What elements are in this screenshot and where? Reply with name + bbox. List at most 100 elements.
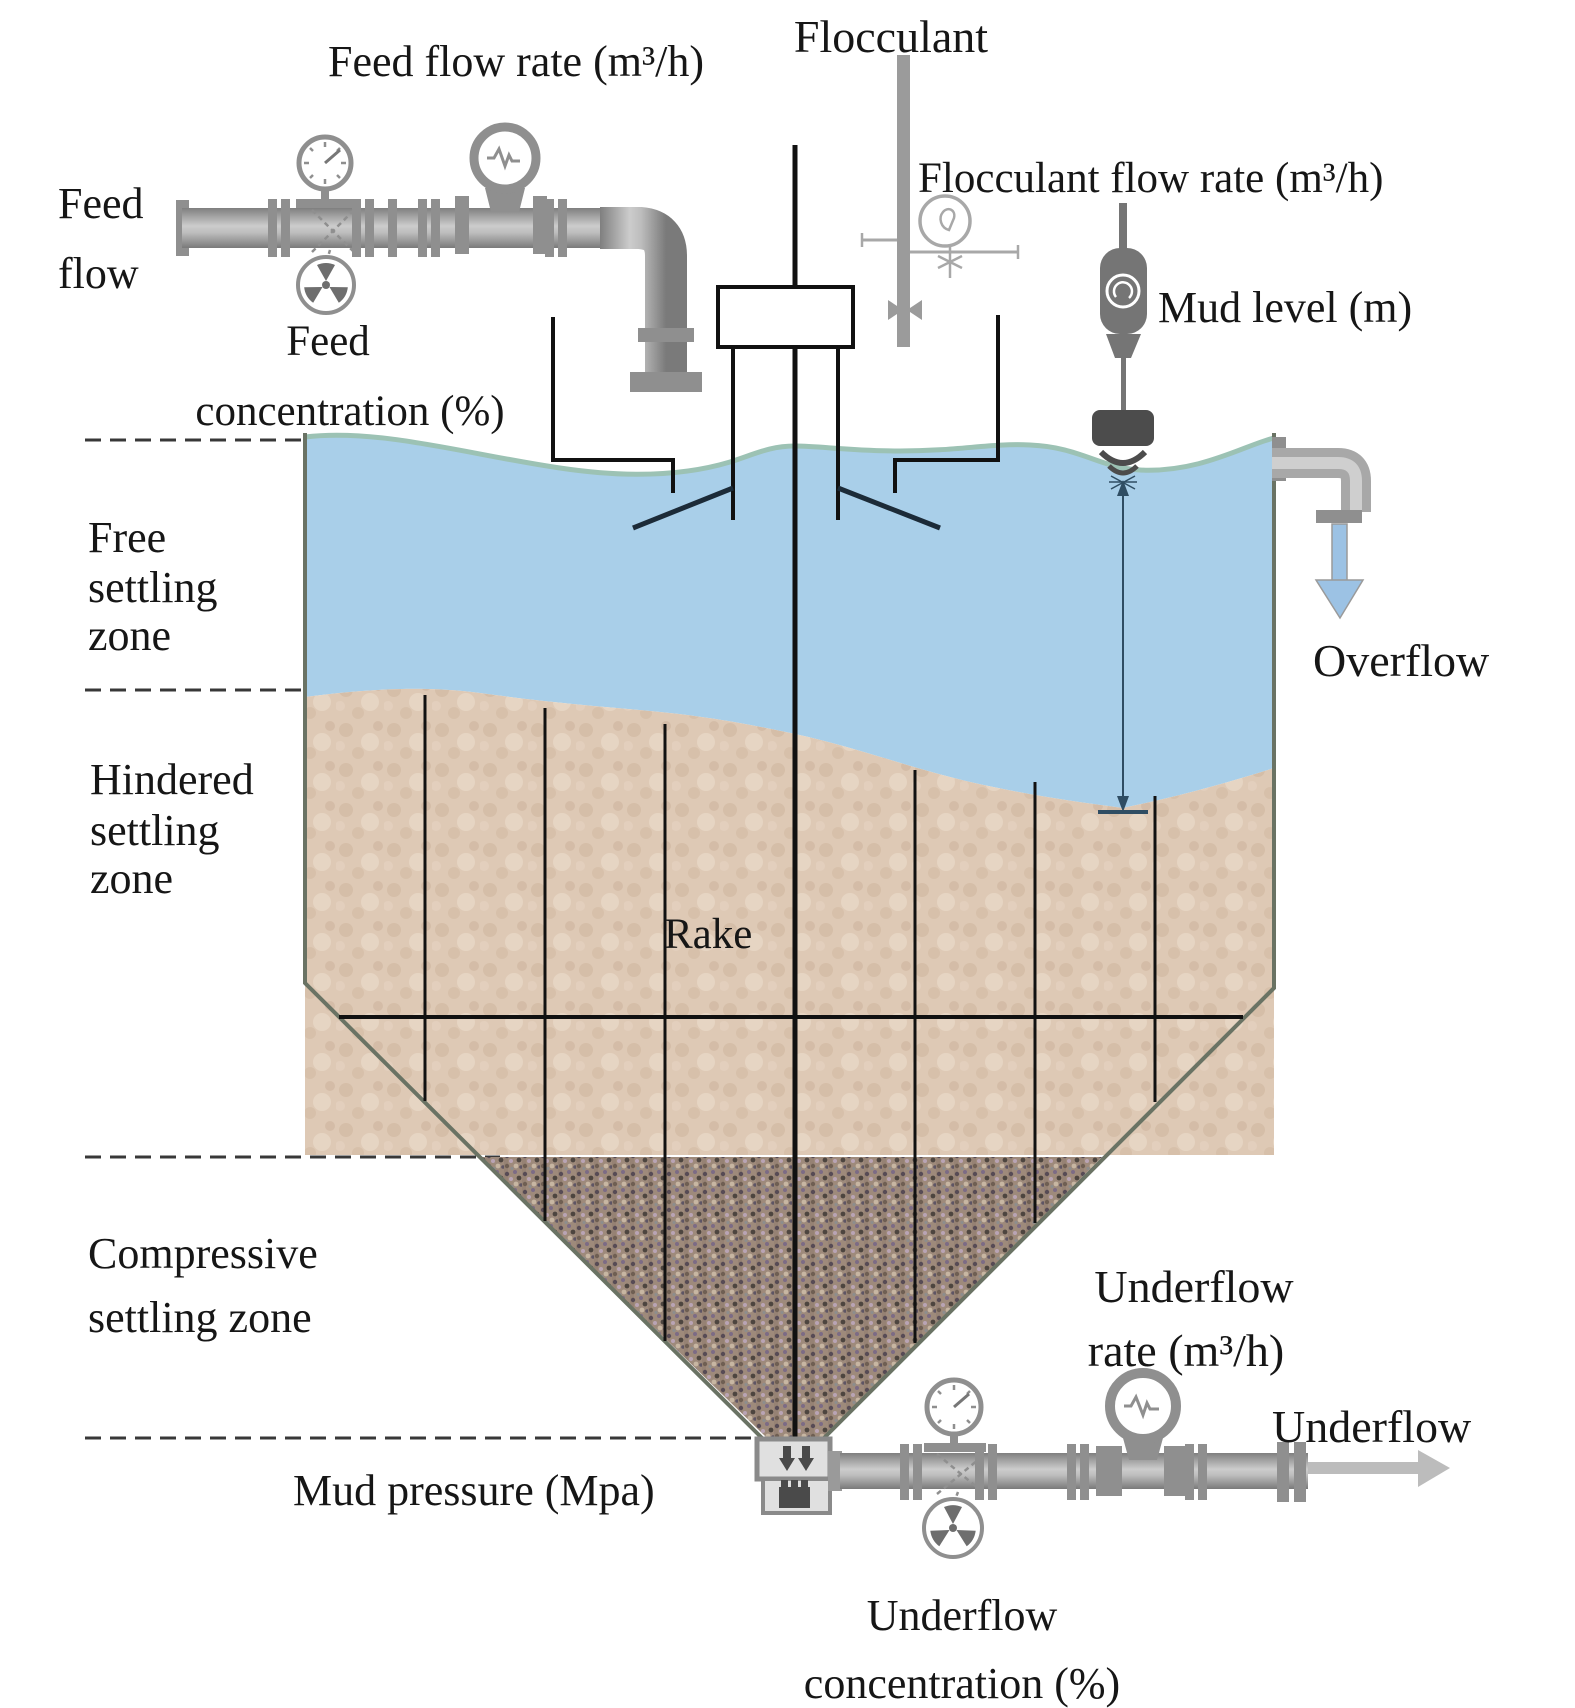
feed-elbow-pipe — [600, 207, 687, 380]
feed-flow-label-line2: flow — [58, 249, 139, 298]
surface-splash-icon — [1109, 475, 1137, 490]
overflow-pipe-highlight — [1272, 457, 1362, 512]
feed-discharge-flange — [630, 372, 702, 392]
rake-drive-box — [716, 285, 855, 349]
gauge-needle — [953, 1392, 970, 1409]
flange — [913, 1444, 922, 1500]
feed-flow-rate-label: Feed flow rate (m³/h) — [328, 37, 704, 86]
mud-level-label: Mud level (m) — [1158, 283, 1412, 332]
flange — [1277, 1442, 1289, 1502]
tank-contents — [304, 432, 1275, 1437]
compressive-zone-label-line2: settling zone — [88, 1293, 312, 1342]
rake-label: Rake — [664, 911, 752, 958]
underflow-assembly — [754, 1368, 1450, 1559]
overflow-flange — [1316, 510, 1362, 523]
deflector-plate-left — [632, 485, 734, 531]
ultrasonic-head — [1092, 410, 1154, 446]
mud-level-sensor — [1092, 203, 1154, 476]
overflow-label: Overflow — [1313, 635, 1490, 686]
feed-pipe-flanges — [268, 199, 567, 257]
waveform-icon — [487, 145, 520, 171]
feed-piping — [176, 122, 702, 392]
free-zone-label-line3: zone — [88, 611, 171, 660]
sound-wave-icon — [1107, 464, 1139, 476]
flocculant-flow-meter-icon — [860, 194, 1020, 278]
overflow-assembly — [1272, 437, 1371, 620]
outlet-connector — [828, 1451, 842, 1491]
overflow-arrow-icon — [1314, 523, 1365, 620]
underflow-rate-label-line1: Underflow — [1094, 1261, 1294, 1312]
underflow-stream-label: Underflow — [1272, 1401, 1472, 1452]
underflow-pipe-flanges — [900, 1442, 1306, 1502]
vessel-wall-right — [820, 433, 1276, 1442]
flocculant-flow-rate-label: Flocculant flow rate (m³/h) — [918, 155, 1383, 202]
flocculant-valve-icon — [888, 300, 922, 320]
rake-assembly — [339, 145, 1243, 1438]
sensor-dial-icon — [1105, 273, 1141, 309]
flange — [388, 199, 397, 257]
flange — [1198, 1444, 1207, 1500]
flange — [268, 199, 277, 257]
underflow-valve-icon — [936, 1453, 986, 1495]
measure-arrow-up — [1117, 480, 1129, 496]
measure-arrow-down — [1117, 796, 1129, 812]
flange — [1067, 1444, 1076, 1500]
hindered-zone-label-line2: settling — [90, 806, 220, 855]
waveform-icon — [1124, 1393, 1159, 1420]
sensor-rod — [1121, 358, 1126, 410]
flange — [988, 1444, 997, 1500]
feed-concentration-label-line2: concentration (%) — [195, 388, 504, 435]
hindered-zone-label-line1: Hindered — [90, 755, 254, 804]
feed-concentration-label-line1: Feed — [286, 318, 370, 365]
underflow-density-meter-icon — [922, 1491, 984, 1559]
flange — [281, 199, 290, 257]
feed-pressure-gauge-icon — [296, 134, 358, 208]
outlet-flow-arrows-icon — [779, 1446, 814, 1471]
flocculant-label: Flocculant — [794, 11, 988, 62]
feed-valve-icon — [311, 209, 355, 253]
drop-dial-icon — [939, 207, 956, 232]
flange — [365, 199, 374, 257]
flange — [352, 199, 361, 257]
flange — [418, 199, 427, 257]
feed-launder-left — [551, 317, 675, 493]
feed-launder-right — [893, 315, 1000, 493]
sensor-neck — [1106, 334, 1141, 358]
flange — [431, 199, 440, 257]
sensor-body — [1100, 248, 1147, 334]
mud-pressure-label: Mud pressure (Mpa) — [293, 1466, 655, 1515]
sensor-stem — [1119, 203, 1127, 251]
deflector-plate-right — [837, 485, 941, 531]
feed-flow-meter-icon — [455, 122, 547, 254]
flange — [1080, 1444, 1089, 1500]
flocculant-line — [860, 55, 1020, 347]
underflow-rate-label-line2: rate (m³/h) — [1088, 1325, 1284, 1376]
feed-pipe — [182, 208, 620, 248]
feed-flow-label-line1: Feed — [58, 179, 144, 228]
hindered-zone-label-line3: zone — [90, 854, 173, 903]
flange — [1294, 1442, 1306, 1502]
free-zone-label-line1: Free — [88, 513, 166, 562]
flocculant-pipe — [897, 55, 910, 347]
zone-boundary-lines — [85, 438, 757, 1440]
feed-density-meter-icon — [296, 249, 356, 315]
text-labels: Feed flow rate (m³/h) Flocculant Floccul… — [58, 11, 1490, 1708]
gauge-needle — [324, 148, 341, 165]
free-settling-water — [305, 435, 1274, 808]
flange — [558, 199, 567, 257]
compressive-zone-label-line1: Compressive — [88, 1229, 318, 1278]
feedwell-assembly — [551, 285, 1000, 531]
compressive-settling-mud — [479, 1157, 1102, 1437]
vessel-wall-left — [303, 433, 768, 1444]
mud-level-measure — [1098, 475, 1148, 814]
sound-wave-icon — [1098, 449, 1148, 466]
overflow-pipe — [1272, 448, 1371, 512]
sensor-dial-swirl — [1112, 281, 1134, 299]
underflow-pressure-gauge-icon — [924, 1377, 986, 1452]
underflow-concentration-label-line1: Underflow — [867, 1591, 1058, 1640]
vessel-walls — [303, 433, 1276, 1444]
free-zone-label-line2: settling — [88, 563, 218, 612]
flange — [900, 1444, 909, 1500]
underflow-arrow-icon — [1308, 1450, 1450, 1487]
